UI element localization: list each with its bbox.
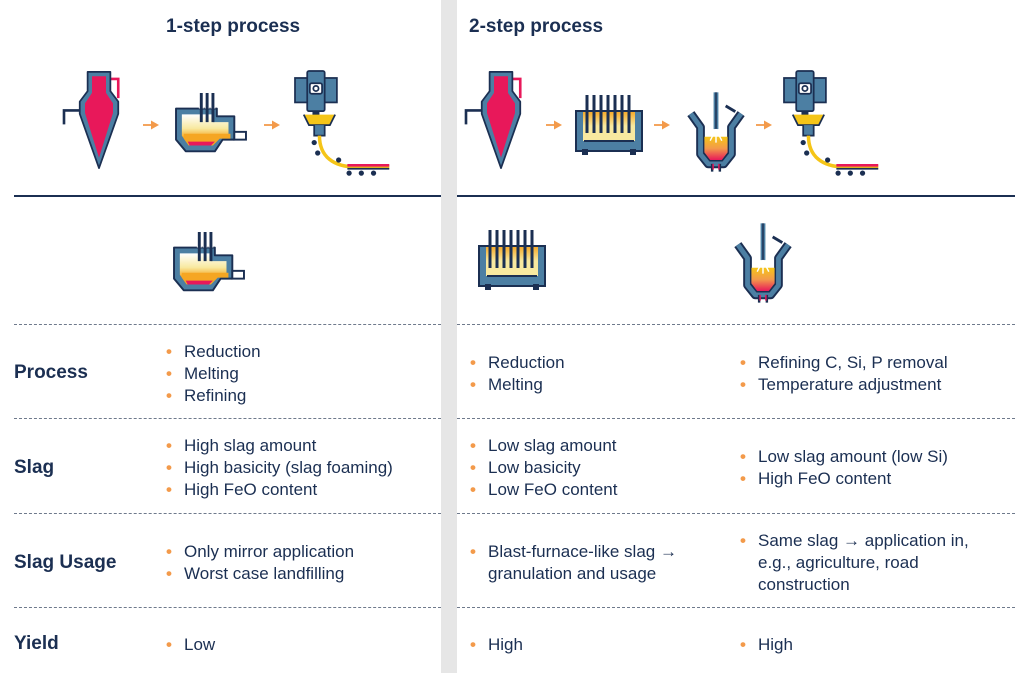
smelting-furnace-icon <box>574 93 644 157</box>
process-converter-list: Refining C, Si, P removal Temperature ad… <box>738 352 948 396</box>
process-one-step-list: Reduction Melting Refining <box>164 341 261 407</box>
row-separator <box>14 607 441 608</box>
list-item: High FeO content <box>164 479 393 501</box>
slag-one-step-list: High slag amount High basicity (slag foa… <box>164 435 393 501</box>
process-arrow-icon <box>756 120 772 130</box>
process-arrow-icon <box>264 120 280 130</box>
list-item: Temperature adjustment <box>738 374 948 396</box>
list-item: Low basicity <box>468 457 617 479</box>
list-item: Low slag amount <box>468 435 617 457</box>
list-item: High <box>738 634 793 656</box>
list-item: Refining <box>164 385 261 407</box>
row-separator <box>457 607 1015 608</box>
section-rule <box>14 195 441 197</box>
process-arrow-icon <box>654 120 670 130</box>
process-arrow-icon <box>143 120 159 130</box>
section-rule <box>457 195 1015 197</box>
list-item: Same slag → application in, e.g., agricu… <box>738 530 983 596</box>
list-item: Low FeO content <box>468 479 617 501</box>
row-separator <box>457 418 1015 419</box>
continuous-caster-icon <box>782 69 881 178</box>
shaft-furnace-icon <box>62 70 120 170</box>
yield-one-step-list: Low <box>164 634 215 656</box>
row-separator <box>14 418 441 419</box>
continuous-caster-icon <box>293 69 392 178</box>
converter-icon <box>687 92 745 170</box>
one-step-title: 1-step process <box>166 16 301 37</box>
slag-usage-smelting-list: Blast-furnace-like slag → granulation an… <box>468 541 718 585</box>
two-step-title: 2-step process <box>469 16 604 37</box>
list-item: Blast-furnace-like slag → granulation an… <box>468 541 718 585</box>
row-label-yield: Yield <box>14 633 59 654</box>
list-item: Low slag amount (low Si) <box>738 446 948 468</box>
list-item: Low <box>164 634 215 656</box>
yield-smelting-list: High <box>468 634 523 656</box>
list-item: High slag amount <box>164 435 393 457</box>
list-item: High FeO content <box>738 468 948 490</box>
list-item: High <box>468 634 523 656</box>
row-label-slag-usage: Slag Usage <box>14 552 117 573</box>
shaft-furnace-icon <box>464 70 522 170</box>
row-separator <box>457 513 1015 514</box>
list-item: Worst case landfilling <box>164 563 354 585</box>
process-smelting-list: Reduction Melting <box>468 352 565 396</box>
process-arrow-icon <box>546 120 562 130</box>
slag-converter-list: Low slag amount (low Si) High FeO conten… <box>738 446 948 490</box>
slag-usage-one-step-list: Only mirror application Worst case landf… <box>164 541 354 585</box>
column-divider <box>441 0 457 673</box>
row-separator <box>457 324 1015 325</box>
list-item: Reduction <box>164 341 261 363</box>
row-separator <box>14 513 441 514</box>
list-item: Only mirror application <box>164 541 354 563</box>
smelting-furnace-icon <box>477 228 547 292</box>
list-item: Melting <box>468 374 565 396</box>
converter-icon <box>734 223 792 301</box>
electric-arc-furnace-icon <box>172 93 250 161</box>
list-item: Refining C, Si, P removal <box>738 352 948 374</box>
electric-arc-furnace-icon <box>170 232 248 300</box>
row-separator <box>14 324 441 325</box>
yield-converter-list: High <box>738 634 793 656</box>
row-label-process: Process <box>14 362 88 383</box>
list-item: Reduction <box>468 352 565 374</box>
row-label-slag: Slag <box>14 457 55 478</box>
slag-smelting-list: Low slag amount Low basicity Low FeO con… <box>468 435 617 501</box>
list-item: High basicity (slag foaming) <box>164 457 393 479</box>
slag-usage-converter-list: Same slag → application in, e.g., agricu… <box>738 530 983 596</box>
list-item: Melting <box>164 363 261 385</box>
